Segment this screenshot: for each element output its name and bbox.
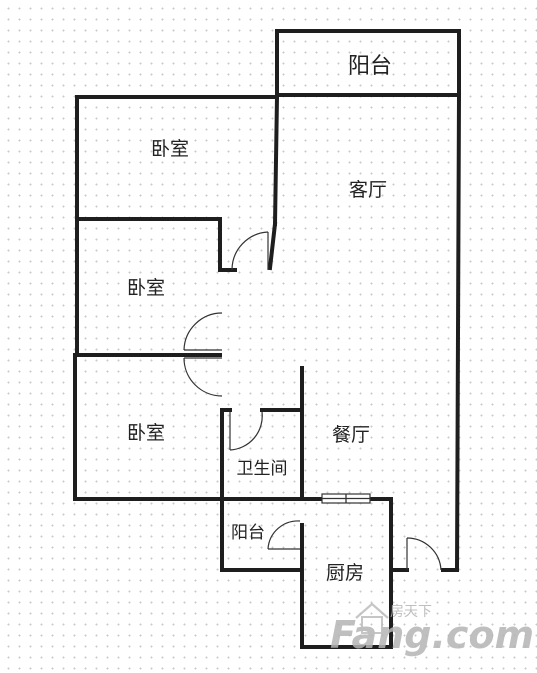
- label-small-balcony: 阳台: [231, 523, 265, 543]
- label-living-room: 客厅: [349, 179, 387, 201]
- door-small-balcony: [267, 520, 301, 550]
- label-balcony-top: 阳台: [348, 54, 392, 79]
- wall-bedroom1-right-stub: [267, 221, 278, 271]
- wall-balcony-top: [275, 29, 461, 97]
- doors: [183, 231, 442, 571]
- watermark: 房天下 Fang.com: [330, 602, 534, 657]
- door-bathroom: [229, 411, 263, 451]
- kitchen-window: [321, 493, 371, 504]
- label-dining-room: 餐厅: [332, 424, 370, 446]
- door-bedroom-1: [231, 231, 269, 271]
- door-entrance: [406, 537, 442, 571]
- label-bathroom: 卫生间: [237, 459, 288, 479]
- walls: [73, 29, 462, 649]
- wall-bedroom1-right: [272, 94, 280, 227]
- watermark-brand-en: Fang.com: [330, 613, 534, 657]
- label-bedroom-1: 卧室: [151, 138, 189, 160]
- label-bedroom-3: 卧室: [127, 422, 165, 444]
- wall-living-right: [454, 92, 462, 573]
- house-logo-icon: [355, 602, 389, 634]
- watermark-brand-cn: 房天下: [390, 604, 432, 620]
- label-kitchen: 厨房: [326, 562, 364, 584]
- room-labels: 阳台 客厅 卧室 卧室 卧室 餐厅 卫生间 阳台 厨房: [127, 54, 392, 584]
- label-bedroom-2: 卧室: [127, 277, 165, 299]
- door-bedroom-2: [183, 312, 223, 351]
- door-bedroom-3: [183, 357, 223, 397]
